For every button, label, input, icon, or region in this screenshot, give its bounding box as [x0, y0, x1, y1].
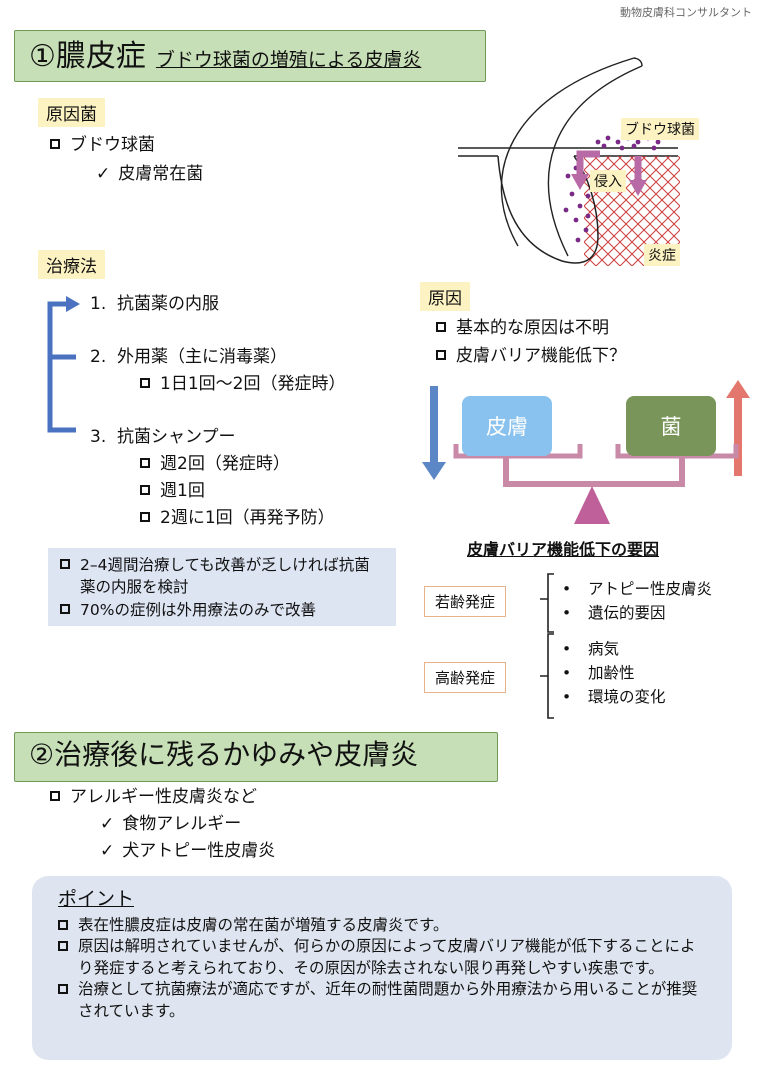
section2-sub-1: ✓ 食物アレルギー [100, 813, 241, 837]
point-text: 表在性膿皮症は皮膚の常在菌が増殖する皮膚炎です。 [78, 916, 449, 934]
checkbox-square-icon [50, 139, 60, 149]
brace-icon [540, 633, 554, 719]
cause-bacteria-sub-text: 皮膚常在菌 [118, 164, 204, 184]
senior-onset-label: 高齢発症 [424, 662, 507, 693]
section2-title: ②治療後に残るかゆみや皮膚炎 [29, 738, 419, 771]
bacteria-callout: ブドウ球菌 [621, 118, 699, 140]
checkbox-square-icon [436, 322, 446, 332]
section2-sub-2: ✓ 犬アトピー性皮膚炎 [100, 840, 275, 864]
point-item: 治療として抗菌療法が適応ですが、近年の耐性菌問題から外用療法から用いることが推奨… [58, 979, 708, 1022]
skin-box: 皮膚 [462, 396, 552, 456]
treatment-text: 外用薬（主に消毒薬） [117, 347, 288, 367]
cause-item-2: 皮膚バリア機能低下？ [436, 345, 626, 369]
young-onset-label: 若齢発症 [424, 586, 507, 617]
cause-label: 原因 [420, 282, 470, 311]
treatment-flow-arrow-icon [47, 296, 80, 433]
checkbox-square-icon [58, 920, 68, 930]
treatment-note: 2–4週間治療しても改善が乏しければ抗菌薬の内服を検討 [60, 554, 384, 599]
cause-bacteria-text: ブドウ球菌 [70, 135, 155, 155]
factor-text: アトピー性皮膚炎 [588, 580, 713, 598]
point-item: 原因は解明されていませんが、何らかの原因によって皮膚バリア機能が低下することによ… [58, 936, 708, 979]
treatment-num: 1. [90, 294, 107, 314]
checkbox-square-icon [140, 458, 150, 468]
senior-factor: •加齢性 [562, 664, 635, 682]
hair-follicle-illustration [458, 57, 680, 266]
checkbox-square-icon [140, 512, 150, 522]
bacteria-box: 菌 [626, 396, 716, 456]
treatment-sub-text: 週1回 [160, 481, 205, 501]
factor-text: 病気 [588, 640, 620, 658]
treatment-item-3-sub-3: 2週に1回（再発予防） [140, 507, 335, 531]
cause-item-1: 基本的な原因は不明 [436, 317, 609, 341]
check-icon: ✓ [96, 164, 111, 184]
checkbox-square-icon [60, 603, 70, 614]
treatment-sub-text: 週2回（発症時） [160, 454, 290, 474]
treatment-item-3: 3. 抗菌シャンプー [90, 426, 236, 450]
treatment-text: 抗菌薬の内服 [117, 294, 220, 314]
inflammation-callout: 炎症 [644, 244, 680, 266]
invade-callout: 侵入 [590, 170, 626, 192]
point-item: 表在性膿皮症は皮膚の常在菌が増殖する皮膚炎です。 [58, 915, 708, 936]
check-icon: ✓ [100, 814, 115, 834]
brace-icon [540, 573, 554, 633]
point-text: 原因は解明されていませんが、何らかの原因によって皮膚バリア機能が低下することによ… [78, 937, 696, 977]
treatment-num: 2. [90, 347, 107, 367]
section2-item-text: アレルギー性皮膚炎など [70, 787, 257, 807]
factor-text: 遺伝的要因 [588, 604, 666, 622]
cause-bacteria-sub: ✓ 皮膚常在菌 [96, 163, 203, 187]
senior-factor: •環境の変化 [562, 688, 666, 706]
treatment-note: 70%の症例は外用療法のみで改善 [60, 599, 384, 621]
treatment-item-2-sub-1: 1日1回〜2回（発症時） [140, 373, 345, 397]
checkbox-square-icon [436, 350, 446, 360]
senior-factor: •病気 [562, 640, 620, 658]
check-icon: ✓ [100, 841, 115, 861]
factor-text: 加齢性 [588, 664, 635, 682]
treatment-item-1: 1. 抗菌薬の内服 [90, 293, 219, 317]
point-title: ポイント [58, 888, 135, 910]
treatment-sub-text: 1日1回〜2回（発症時） [160, 374, 346, 394]
treatment-item-3-sub-2: 週1回 [140, 480, 205, 504]
cause-bacteria-item: ブドウ球菌 [50, 134, 155, 158]
section1-subtitle: ブドウ球菌の増殖による皮膚炎 [155, 49, 422, 71]
treatment-label: 治療法 [38, 250, 105, 279]
treatment-item-2: 2. 外用薬（主に消毒薬） [90, 346, 287, 370]
young-factor: •アトピー性皮膚炎 [562, 580, 713, 598]
section2-sub-text: 犬アトピー性皮膚炎 [122, 841, 276, 861]
treatment-note-text: 2–4週間治療しても改善が乏しければ抗菌薬の内服を検討 [80, 556, 370, 597]
checkbox-square-icon [58, 941, 68, 952]
cause-bacteria-label: 原因菌 [38, 98, 105, 127]
brand-name: 動物皮膚科コンサルタント [620, 6, 752, 19]
treatment-notes-box: 2–4週間治療しても改善が乏しければ抗菌薬の内服を検討 70%の症例は外用療法の… [48, 548, 396, 626]
checkbox-square-icon [60, 559, 70, 569]
balance-scale-diagram [422, 380, 750, 524]
treatment-num: 3. [90, 427, 107, 447]
section2-banner: ②治療後に残るかゆみや皮膚炎 [14, 732, 498, 782]
treatment-note-text: 70%の症例は外用療法のみで改善 [80, 600, 316, 619]
section1-title: ①膿皮症 [29, 39, 146, 74]
point-box: ポイント 表在性膿皮症は皮膚の常在菌が増殖する皮膚炎です。 原因は解明されていま… [32, 876, 732, 1060]
cause-text: 基本的な原因は不明 [456, 318, 609, 338]
point-text: 治療として抗菌療法が適応ですが、近年の耐性菌問題から外用療法から用いることが推奨… [78, 980, 698, 1020]
factor-text: 環境の変化 [588, 688, 666, 706]
treatment-item-3-sub-1: 週2回（発症時） [140, 453, 290, 477]
cause-text: 皮膚バリア機能低下？ [456, 346, 626, 366]
treatment-text: 抗菌シャンプー [117, 427, 236, 447]
checkbox-square-icon [140, 485, 150, 495]
section2-sub-text: 食物アレルギー [122, 814, 242, 834]
section2-item: アレルギー性皮膚炎など [50, 786, 257, 810]
checkbox-square-icon [58, 984, 68, 995]
treatment-sub-text: 2週に1回（再発予防） [160, 508, 335, 528]
checkbox-square-icon [50, 791, 60, 801]
section1-banner: ①膿皮症 ブドウ球菌の増殖による皮膚炎 [14, 30, 486, 82]
checkbox-square-icon [140, 378, 150, 388]
barrier-factor-title: 皮膚バリア機能低下の要因 [467, 540, 660, 559]
young-factor: •遺伝的要因 [562, 604, 666, 622]
